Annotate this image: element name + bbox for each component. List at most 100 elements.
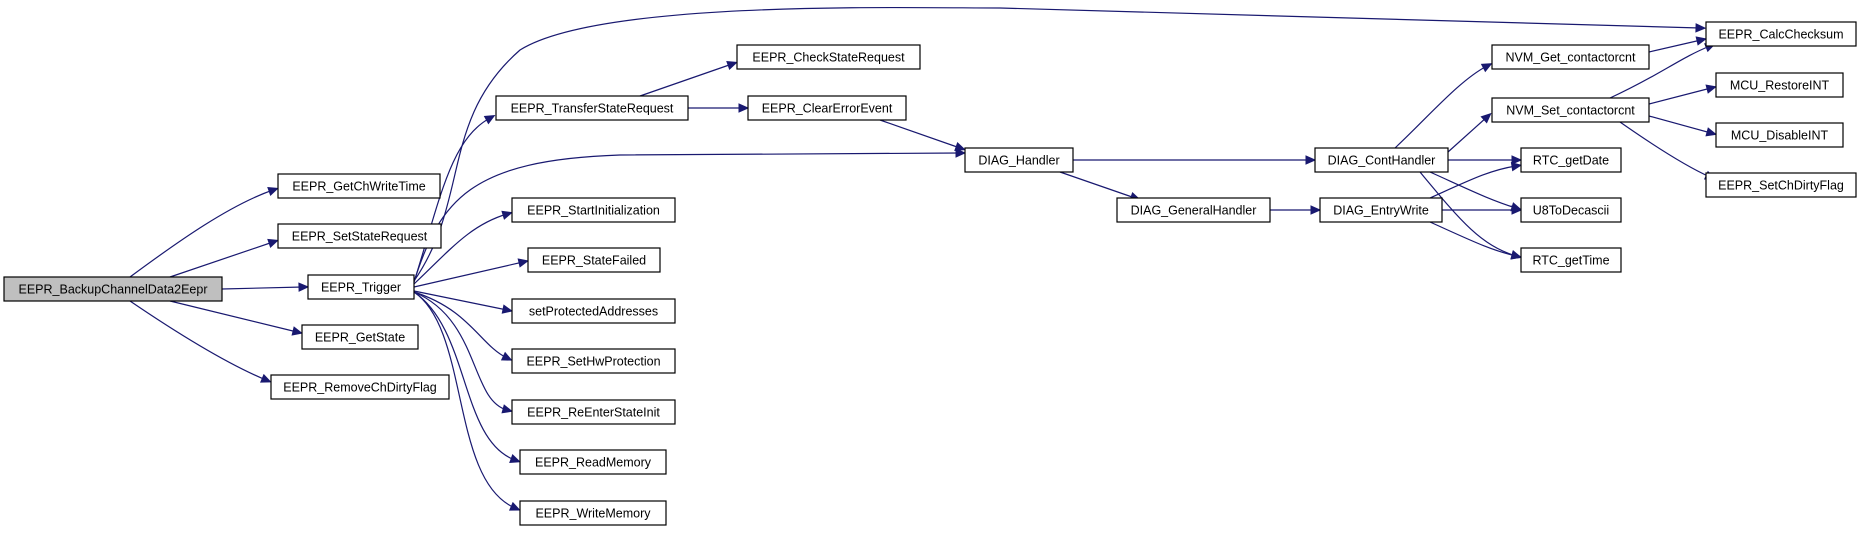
node-box <box>511 399 676 425</box>
node-getstate[interactable]: EEPR_GetState <box>301 324 419 350</box>
arrowhead-backup-to-trigger <box>298 282 310 292</box>
node-box <box>277 173 441 199</box>
node-label: EEPR_BackupChannelData2Eepr <box>18 283 207 297</box>
node-box <box>1314 147 1449 173</box>
node-diaghandler[interactable]: DIAG_Handler <box>964 147 1074 173</box>
node-rtcgetdate[interactable]: RTC_getDate <box>1520 147 1622 173</box>
edge-trigger-to-sethwprotection <box>413 291 508 359</box>
edge-entrywrite-to-rtcgetdate <box>1429 165 1517 199</box>
edge-backup-to-setstaterequest <box>169 241 274 278</box>
node-clearerrorevent[interactable]: EEPR_ClearErrorEvent <box>747 95 907 121</box>
node-setchdirtyflag[interactable]: EEPR_SetChDirtyFlag <box>1705 172 1857 198</box>
node-transferstaterequest[interactable]: EEPR_TransferStateRequest <box>495 95 689 121</box>
node-restoreint[interactable]: MCU_RestoreINT <box>1715 72 1844 98</box>
node-label: NVM_Set_contactorcnt <box>1506 104 1635 118</box>
node-label: MCU_RestoreINT <box>1730 79 1830 93</box>
node-box <box>1491 97 1650 123</box>
node-label: EEPR_CheckStateRequest <box>752 51 905 65</box>
edge-trigger-to-statefailed <box>413 261 524 288</box>
node-box <box>1319 197 1443 223</box>
arrowhead-trigger-to-writememory <box>508 501 521 511</box>
arrowhead-trigger-to-readmemory <box>509 453 521 463</box>
arrowhead-backup-to-setstaterequest <box>267 238 279 248</box>
node-box <box>277 223 442 249</box>
node-u8todecascii[interactable]: U8ToDecascii <box>1520 197 1622 223</box>
arrowhead-diaghandler-to-conthandler <box>1305 155 1317 165</box>
edge-transferstaterequest-to-checkstaterequest <box>639 63 733 97</box>
node-label: EEPR_GetState <box>315 331 405 345</box>
node-label: DIAG_EntryWrite <box>1333 204 1429 218</box>
node-label: DIAG_GeneralHandler <box>1131 204 1257 218</box>
arrowhead-trigger-to-calcchecksum <box>1695 23 1707 33</box>
node-setstaterequest[interactable]: EEPR_SetStateRequest <box>277 223 442 249</box>
arrowhead-trigger-to-statefailed <box>517 258 530 268</box>
arrowhead-nvmset-to-disableint <box>1705 127 1718 137</box>
node-entrywrite[interactable]: DIAG_EntryWrite <box>1319 197 1443 223</box>
node-conthandler[interactable]: DIAG_ContHandler <box>1314 147 1449 173</box>
arrowhead-entrywrite-to-u8todecascii <box>1511 205 1523 215</box>
node-calcchecksum[interactable]: EEPR_CalcChecksum <box>1705 21 1857 47</box>
node-nvmget[interactable]: NVM_Get_contactorcnt <box>1491 44 1650 70</box>
node-box <box>519 449 667 475</box>
node-writememory[interactable]: EEPR_WriteMemory <box>519 500 667 526</box>
node-label: DIAG_Handler <box>978 154 1059 168</box>
node-sethwprotection[interactable]: EEPR_SetHwProtection <box>511 348 676 374</box>
node-statefailed[interactable]: EEPR_StateFailed <box>527 247 661 273</box>
node-box <box>511 197 676 223</box>
node-startinit[interactable]: EEPR_StartInitialization <box>511 197 676 223</box>
node-box <box>1520 197 1622 223</box>
arrowhead-trigger-to-diaghandler <box>955 148 967 158</box>
node-label: NVM_Get_contactorcnt <box>1506 51 1636 65</box>
edge-backup-to-trigger <box>221 286 304 290</box>
node-checkstaterequest[interactable]: EEPR_CheckStateRequest <box>736 44 921 70</box>
node-label: EEPR_SetHwProtection <box>526 355 660 369</box>
node-readmemory[interactable]: EEPR_ReadMemory <box>519 449 667 475</box>
call-edges <box>129 6 1718 511</box>
node-box <box>307 274 415 300</box>
arrowhead-backup-to-removechdirtyflag <box>260 373 272 383</box>
node-label: EEPR_TransferStateRequest <box>511 102 674 116</box>
node-rtcgettime[interactable]: RTC_getTime <box>1520 247 1622 273</box>
edge-trigger-to-transferstaterequest <box>413 117 491 283</box>
arrowhead-backup-to-getstate <box>291 326 304 336</box>
arrowhead-trigger-to-sethwprotection <box>500 351 513 361</box>
node-box <box>495 95 689 121</box>
node-generalhandler[interactable]: DIAG_GeneralHandler <box>1116 197 1271 223</box>
arrowhead-entrywrite-to-rtcgettime <box>1510 250 1523 260</box>
edge-diaghandler-to-generalhandler <box>1059 171 1136 199</box>
edge-trigger-to-diaghandler <box>413 152 961 283</box>
node-box <box>1116 197 1271 223</box>
arrowhead-backup-to-getchwritetime <box>267 186 279 196</box>
edge-trigger-to-reenterstateinit <box>413 291 508 411</box>
edge-trigger-to-readmemory <box>413 291 516 461</box>
node-label: EEPR_ReEnterStateInit <box>527 406 660 420</box>
node-box <box>1715 122 1844 148</box>
edge-trigger-to-calcchecksum <box>413 6 1701 282</box>
node-nvmset[interactable]: NVM_Set_contactorcnt <box>1491 97 1650 123</box>
node-backup[interactable]: EEPR_BackupChannelData2Eepr <box>3 276 223 302</box>
node-box <box>301 324 419 350</box>
arrowhead-clearerrorevent-to-diaghandler <box>954 142 966 152</box>
edge-conthandler-to-nvmset <box>1447 116 1488 153</box>
arrowhead-generalhandler-to-entrywrite <box>1310 205 1322 215</box>
node-reenterstateinit[interactable]: EEPR_ReEnterStateInit <box>511 399 676 425</box>
node-label: RTC_getDate <box>1533 154 1609 168</box>
node-label: EEPR_ReadMemory <box>535 456 652 470</box>
node-box <box>747 95 907 121</box>
node-getchwritetime[interactable]: EEPR_GetChWriteTime <box>277 173 441 199</box>
node-box <box>1705 21 1857 47</box>
arrowhead-conthandler-to-rtcgetdate <box>1511 155 1523 165</box>
node-trigger[interactable]: EEPR_Trigger <box>307 274 415 300</box>
edge-backup-to-getchwritetime <box>129 189 274 278</box>
node-box <box>527 247 661 273</box>
node-label: EEPR_GetChWriteTime <box>292 180 425 194</box>
edge-conthandler-to-rtcgettime <box>1419 171 1517 257</box>
edge-conthandler-to-u8todecascii <box>1429 171 1517 209</box>
node-removechdirtyflag[interactable]: EEPR_RemoveChDirtyFlag <box>270 374 450 400</box>
node-disableint[interactable]: MCU_DisableINT <box>1715 122 1844 148</box>
edge-trigger-to-setprotected <box>413 290 508 311</box>
node-box <box>736 44 921 70</box>
node-label: EEPR_ClearErrorEvent <box>762 102 893 116</box>
node-setprotected[interactable]: setProtectedAddresses <box>511 298 676 324</box>
